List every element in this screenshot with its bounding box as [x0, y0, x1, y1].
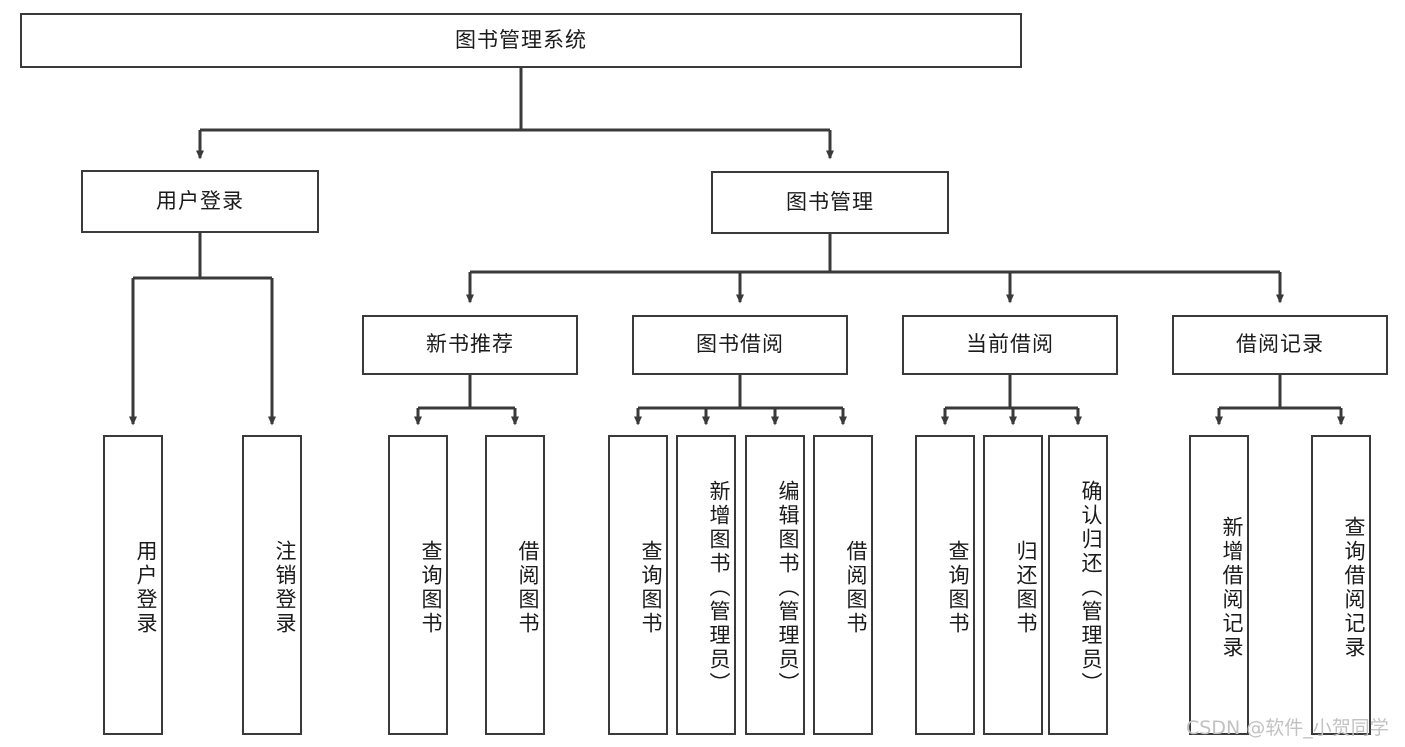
leaf-query-book-3-label: 查询图书 — [946, 540, 970, 636]
leaf-add-book[interactable]: 新增图书（管理员） — [676, 435, 736, 735]
leaf-query-record-label: 查询借阅记录 — [1342, 516, 1366, 660]
node-current-borrow[interactable]: 当前借阅 — [902, 315, 1118, 375]
node-book-borrow-label: 图书借阅 — [696, 332, 784, 357]
node-new-book-rec-label: 新书推荐 — [426, 332, 514, 357]
leaf-query-book-1-label: 查询图书 — [419, 540, 443, 636]
leaf-borrow-book-1-label: 借阅图书 — [516, 540, 540, 636]
node-book-manage[interactable]: 图书管理 — [711, 171, 949, 234]
leaf-query-book-1[interactable]: 查询图书 — [388, 435, 448, 735]
csdn-watermark: CSDN @软件_小贺同学 — [1186, 717, 1389, 739]
leaf-confirm-return[interactable]: 确认归还（管理员） — [1048, 435, 1108, 735]
node-book-borrow[interactable]: 图书借阅 — [632, 315, 848, 375]
leaf-logout-login-label: 注销登录 — [273, 540, 297, 636]
node-new-book-rec[interactable]: 新书推荐 — [362, 315, 578, 375]
leaf-query-record[interactable]: 查询借阅记录 — [1311, 435, 1371, 735]
node-root[interactable]: 图书管理系统 — [20, 13, 1022, 68]
leaf-add-book-label: 新增图书（管理员） — [707, 480, 731, 696]
leaf-borrow-book-2-label: 借阅图书 — [844, 540, 868, 636]
node-borrow-record[interactable]: 借阅记录 — [1172, 315, 1388, 375]
leaf-borrow-book-2[interactable]: 借阅图书 — [813, 435, 873, 735]
leaf-query-book-3[interactable]: 查询图书 — [915, 435, 975, 735]
leaf-return-book-label: 归还图书 — [1014, 540, 1038, 636]
leaf-user-login-label: 用户登录 — [134, 540, 158, 636]
node-user-login[interactable]: 用户登录 — [81, 170, 319, 233]
leaf-add-record-label: 新增借阅记录 — [1220, 516, 1244, 660]
node-current-borrow-label: 当前借阅 — [966, 332, 1054, 357]
leaf-edit-book[interactable]: 编辑图书（管理员） — [745, 435, 805, 735]
leaf-add-record[interactable]: 新增借阅记录 — [1189, 435, 1249, 735]
leaf-borrow-book-1[interactable]: 借阅图书 — [485, 435, 545, 735]
leaf-query-book-2-label: 查询图书 — [639, 540, 663, 636]
node-borrow-record-label: 借阅记录 — [1236, 332, 1324, 357]
leaf-query-book-2[interactable]: 查询图书 — [608, 435, 668, 735]
node-user-login-label: 用户登录 — [156, 188, 244, 213]
leaf-return-book[interactable]: 归还图书 — [983, 435, 1043, 735]
leaf-edit-book-label: 编辑图书（管理员） — [776, 480, 800, 696]
leaf-confirm-return-label: 确认归还（管理员） — [1079, 480, 1103, 696]
node-root-label: 图书管理系统 — [455, 27, 587, 52]
leaf-user-login[interactable]: 用户登录 — [103, 435, 163, 735]
leaf-logout-login[interactable]: 注销登录 — [242, 435, 302, 735]
node-book-manage-label: 图书管理 — [786, 189, 874, 214]
